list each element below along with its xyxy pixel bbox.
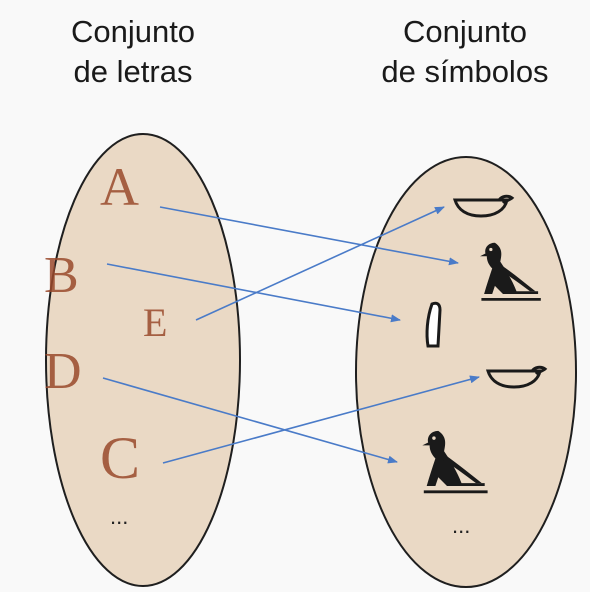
right-set-ellipse <box>355 156 577 588</box>
reed-leaf-glyph-icon <box>425 301 442 348</box>
arrow-a-to-vulture <box>159 206 459 266</box>
letter-a: A <box>100 157 139 217</box>
arrow-c-to-basket <box>162 375 480 464</box>
right-ellipsis: ... <box>452 513 470 538</box>
right-set-title-line1: Conjunto <box>402 14 528 49</box>
right-set-title: Conjunto de símbolos <box>345 12 585 92</box>
arrow-b-to-reed <box>106 263 401 323</box>
arrow-d-to-vulture <box>102 377 398 464</box>
letter-b: B <box>44 247 79 304</box>
arrow-e-to-basket <box>195 206 445 321</box>
left-ellipsis: ... <box>110 504 128 529</box>
letter-c: C <box>100 425 140 491</box>
letter-e: E <box>143 300 167 345</box>
left-set-ellipse <box>45 133 241 587</box>
left-set-title: Conjunto de letras <box>13 12 253 92</box>
left-set-title-line2: de letras <box>73 54 193 89</box>
letter-d: D <box>44 343 82 400</box>
left-set-title-line1: Conjunto <box>70 14 196 49</box>
right-set-title-line2: de símbolos <box>381 54 549 89</box>
